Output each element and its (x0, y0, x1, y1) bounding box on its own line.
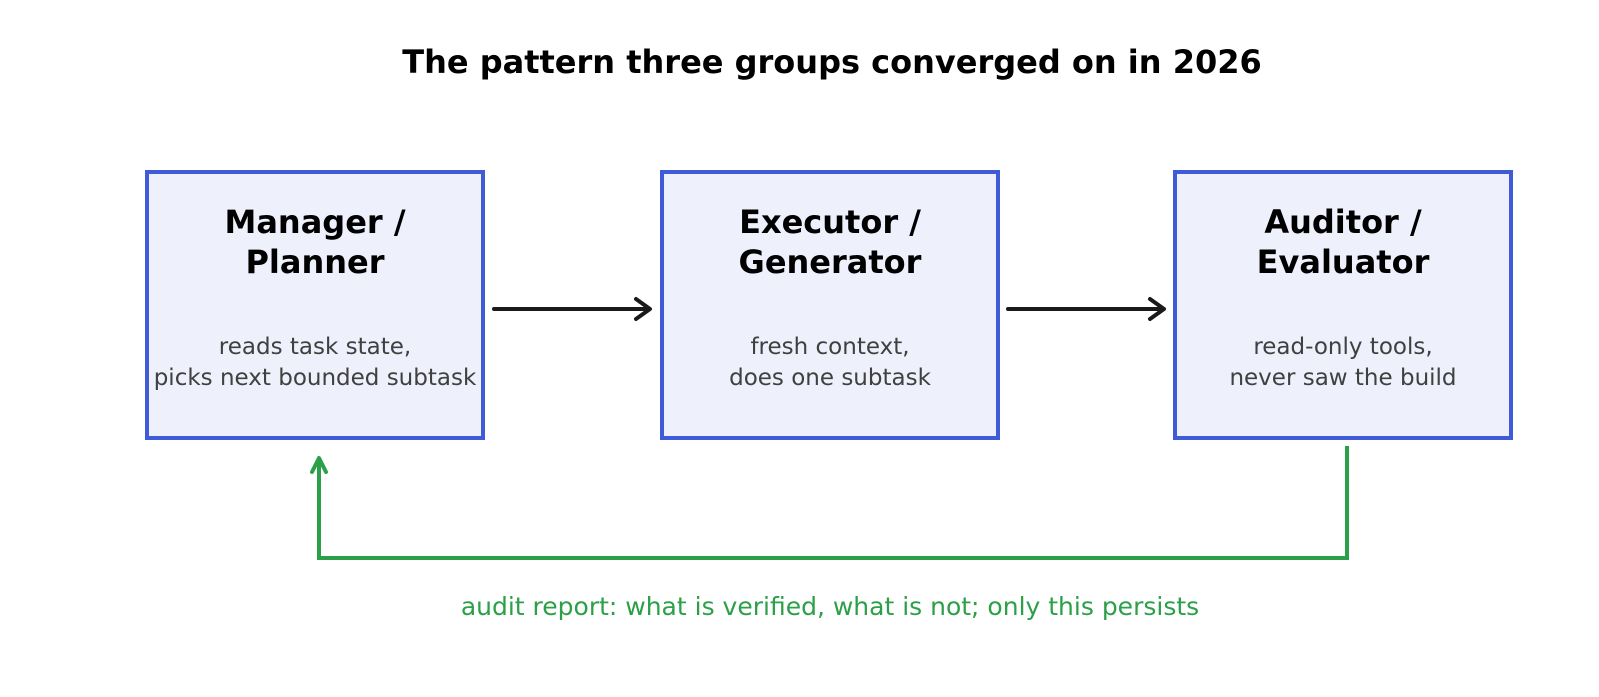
executor-generator-description: fresh context, does one subtask (729, 334, 931, 391)
executor-generator-box: Executor / Generator fresh context, does… (660, 170, 1000, 440)
feedback-label: audit report: what is verified, what is … (460, 592, 1200, 621)
arrow-manager-to-executor (492, 297, 652, 321)
manager-planner-box: Manager / Planner reads task state, pick… (145, 170, 485, 440)
arrow-executor-to-auditor (1006, 297, 1166, 321)
manager-planner-title: Manager / Planner (224, 203, 406, 281)
manager-planner-description: reads task state, picks next bounded sub… (153, 334, 477, 391)
diagram-title: The pattern three groups converged on in… (402, 43, 1262, 81)
executor-generator-title: Executor / Generator (738, 203, 922, 281)
auditor-evaluator-box: Auditor / Evaluator read-only tools, nev… (1173, 170, 1513, 440)
auditor-evaluator-description: read-only tools, never saw the build (1229, 334, 1457, 391)
auditor-evaluator-title: Auditor / Evaluator (1256, 203, 1430, 281)
feedback-arrow-auditor-to-manager (310, 446, 1349, 560)
